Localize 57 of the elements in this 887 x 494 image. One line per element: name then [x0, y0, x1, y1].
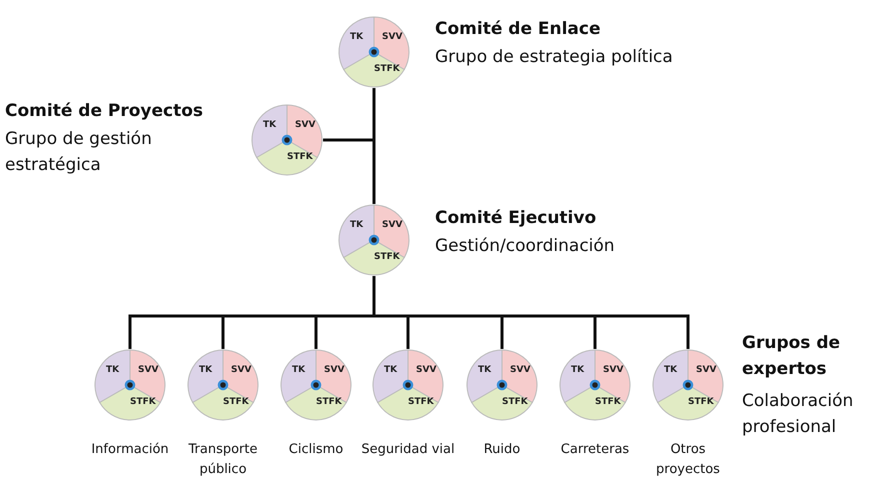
sector-label: STFK: [595, 397, 621, 408]
sector-label: TK: [384, 365, 398, 376]
sector-label: SVV: [382, 32, 402, 43]
sector-label: TK: [106, 365, 120, 376]
sector-label: TK: [263, 120, 276, 131]
sector-label: STFK: [688, 397, 714, 408]
node-caption: Otros proyectos: [655, 441, 721, 479]
pie-node: [559, 349, 631, 421]
sector-label: SVV: [416, 365, 436, 376]
pie-node: [338, 204, 410, 276]
node-caption: Información: [90, 441, 170, 459]
sector-label: TK: [199, 365, 212, 376]
sector-label: TK: [478, 365, 492, 376]
pie-node: [466, 349, 538, 421]
node-caption: Ruido: [482, 441, 522, 459]
sector-label: SVV: [231, 365, 252, 376]
sector-label: STFK: [130, 397, 156, 408]
node-caption: Transporte público: [188, 441, 258, 479]
sector-label: STFK: [223, 397, 249, 408]
pie-node: [251, 104, 323, 176]
sector-label: STFK: [408, 397, 434, 408]
sector-label: STFK: [374, 252, 400, 263]
sector-label: SVV: [324, 365, 344, 376]
sector-label: TK: [664, 365, 678, 376]
node-description: Grupo de estrategia política: [435, 46, 674, 69]
node-description: Gestión/coordinación: [435, 235, 616, 258]
node-caption: Ciclismo: [288, 441, 344, 459]
sector-label: SVV: [138, 365, 158, 376]
pie-node: [94, 349, 166, 421]
sector-label: STFK: [502, 397, 528, 408]
group-heading: Grupos de expertos: [742, 332, 842, 381]
node-caption: Carreteras: [560, 441, 630, 459]
node-heading: Comité de Enlace: [435, 18, 602, 41]
sector-label: STFK: [316, 397, 342, 408]
pie-node: [338, 16, 410, 88]
sector-label: TK: [350, 220, 364, 231]
pie-node: [652, 349, 724, 421]
group-description: Colaboración profesional: [742, 390, 854, 439]
sector-label: SVV: [295, 120, 316, 131]
node-description: Grupo de gestión estratégica: [5, 128, 153, 177]
pie-node: [372, 349, 444, 421]
sector-label: TK: [571, 365, 584, 376]
node-heading: Comité Ejecutivo: [435, 207, 598, 230]
node-caption: Seguridad vial: [361, 441, 455, 459]
node-heading: Comité de Proyectos: [5, 100, 204, 123]
sector-label: TK: [350, 32, 364, 43]
pie-node: [187, 349, 259, 421]
sector-label: SVV: [510, 365, 530, 376]
sector-label: STFK: [287, 152, 313, 163]
sector-label: SVV: [603, 365, 624, 376]
pie-node: [280, 349, 352, 421]
connector-line: [372, 276, 690, 349]
sector-label: STFK: [374, 64, 400, 75]
connector-line: [322, 86, 376, 206]
sector-label: TK: [292, 365, 306, 376]
sector-label: SVV: [382, 220, 402, 231]
sector-label: SVV: [696, 365, 716, 376]
